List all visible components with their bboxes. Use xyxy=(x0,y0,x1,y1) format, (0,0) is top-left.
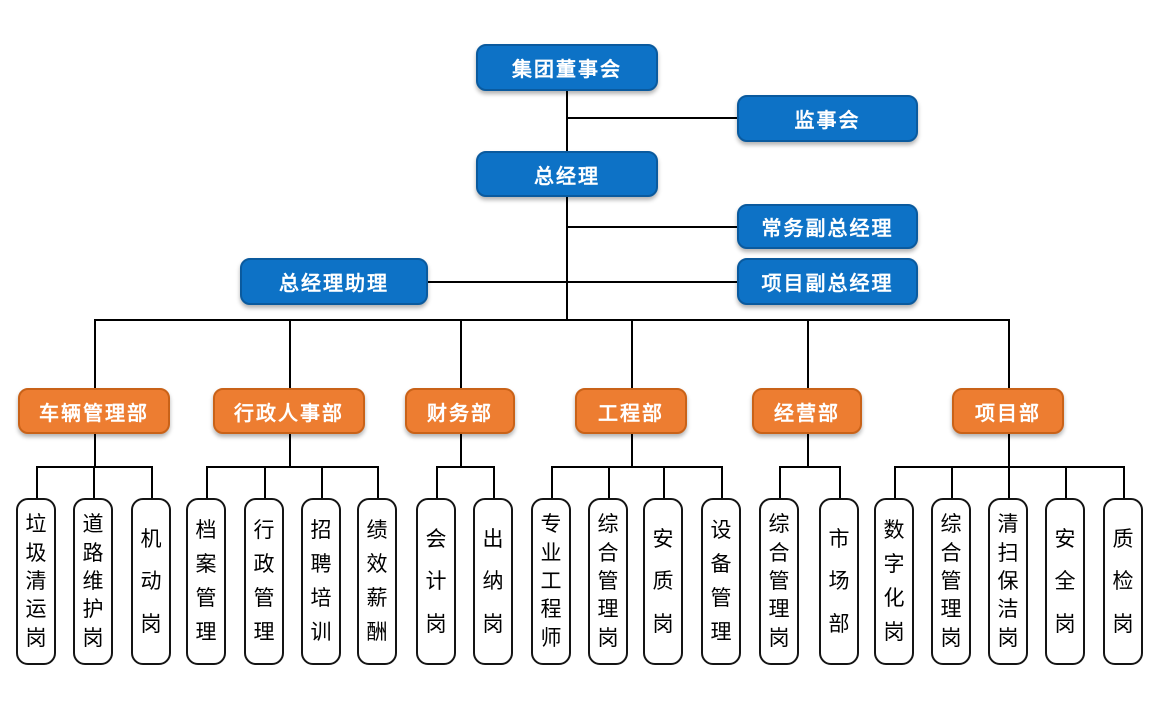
connector-line xyxy=(94,319,1008,321)
dept-operations: 经营部 xyxy=(752,388,862,434)
position-label: 综合管理岗 xyxy=(940,513,962,650)
position-box: 安质岗 xyxy=(643,498,683,665)
node-general-manager: 总经理 xyxy=(476,151,658,197)
connector-line xyxy=(951,466,953,499)
connector-line xyxy=(94,319,96,389)
position-box: 行政管理 xyxy=(244,498,284,665)
dept-project: 项目部 xyxy=(952,388,1064,434)
position-box: 会计岗 xyxy=(416,498,456,665)
connector-line xyxy=(807,434,809,467)
connector-line xyxy=(567,117,737,119)
connector-line xyxy=(264,466,266,499)
connector-line xyxy=(1123,466,1125,499)
dept-engineering: 工程部 xyxy=(575,388,687,434)
position-label: 招聘培训 xyxy=(310,519,332,644)
connector-line xyxy=(663,466,665,499)
position-label: 专业工程师 xyxy=(540,513,562,650)
dept-admin-hr: 行政人事部 xyxy=(213,388,365,434)
position-label: 清扫保洁岗 xyxy=(997,513,1019,650)
position-box: 综合管理岗 xyxy=(759,498,799,665)
position-label: 综合管理岗 xyxy=(768,513,790,650)
connector-line xyxy=(608,466,610,499)
node-board: 集团董事会 xyxy=(476,44,658,91)
position-box: 机动岗 xyxy=(131,498,171,665)
connector-line xyxy=(493,466,495,499)
position-label: 会计岗 xyxy=(425,527,447,636)
position-label: 设备管理 xyxy=(710,519,732,644)
connector-line xyxy=(206,466,378,468)
connector-line xyxy=(1008,434,1010,467)
connector-line xyxy=(1065,466,1067,499)
connector-line xyxy=(894,466,896,499)
node-gm-assistant: 总经理助理 xyxy=(240,258,428,305)
connector-line xyxy=(206,466,208,499)
position-box: 垃圾清运岗 xyxy=(16,498,56,665)
connector-line xyxy=(779,466,781,499)
connector-line xyxy=(807,319,809,389)
connector-line xyxy=(377,466,379,499)
position-box: 综合管理岗 xyxy=(588,498,628,665)
connector-line xyxy=(460,319,462,389)
position-label: 数字化岗 xyxy=(883,519,905,644)
connector-line xyxy=(436,466,494,468)
connector-line xyxy=(151,466,153,499)
position-box: 数字化岗 xyxy=(874,498,914,665)
node-supervisory-board: 监事会 xyxy=(737,95,918,142)
connector-line xyxy=(551,466,722,468)
connector-line xyxy=(721,466,723,499)
node-project-deputy-gm: 项目副总经理 xyxy=(737,258,918,305)
position-label: 行政管理 xyxy=(253,519,275,644)
connector-line xyxy=(566,91,568,320)
position-label: 绩效薪酬 xyxy=(366,519,388,644)
position-box: 市场部 xyxy=(819,498,859,665)
dept-vehicle-management: 车辆管理部 xyxy=(18,388,170,434)
dept-finance: 财务部 xyxy=(405,388,515,434)
position-label: 综合管理岗 xyxy=(597,513,619,650)
connector-line xyxy=(321,466,323,499)
connector-line xyxy=(93,466,95,499)
connector-line xyxy=(94,434,96,467)
position-box: 综合管理岗 xyxy=(931,498,971,665)
connector-line xyxy=(428,281,737,283)
connector-line xyxy=(839,466,841,499)
connector-line xyxy=(289,319,291,389)
position-label: 安质岗 xyxy=(652,527,674,636)
position-box: 绩效薪酬 xyxy=(357,498,397,665)
position-box: 档案管理 xyxy=(186,498,226,665)
node-executive-deputy-gm: 常务副总经理 xyxy=(737,204,918,249)
connector-line xyxy=(631,434,633,467)
connector-line xyxy=(567,226,737,228)
position-box: 设备管理 xyxy=(701,498,741,665)
position-box: 招聘培训 xyxy=(301,498,341,665)
position-label: 安全岗 xyxy=(1054,527,1076,636)
position-label: 道路维护岗 xyxy=(82,513,104,650)
connector-line xyxy=(36,466,38,499)
position-box: 安全岗 xyxy=(1045,498,1085,665)
connector-line xyxy=(779,466,840,468)
position-label: 档案管理 xyxy=(195,519,217,644)
connector-line xyxy=(289,434,291,467)
position-label: 出纳岗 xyxy=(482,527,504,636)
position-box: 质检岗 xyxy=(1103,498,1143,665)
position-box: 清扫保洁岗 xyxy=(988,498,1028,665)
connector-line xyxy=(631,319,633,389)
position-label: 垃圾清运岗 xyxy=(25,513,47,650)
position-label: 市场部 xyxy=(828,527,850,636)
connector-line xyxy=(436,466,438,499)
position-box: 出纳岗 xyxy=(473,498,513,665)
connector-line xyxy=(551,466,553,499)
connector-line xyxy=(1008,466,1010,499)
position-box: 专业工程师 xyxy=(531,498,571,665)
position-box: 道路维护岗 xyxy=(73,498,113,665)
position-label: 机动岗 xyxy=(140,527,162,636)
connector-line xyxy=(1008,319,1010,389)
position-label: 质检岗 xyxy=(1112,527,1134,636)
connector-line xyxy=(460,434,462,467)
